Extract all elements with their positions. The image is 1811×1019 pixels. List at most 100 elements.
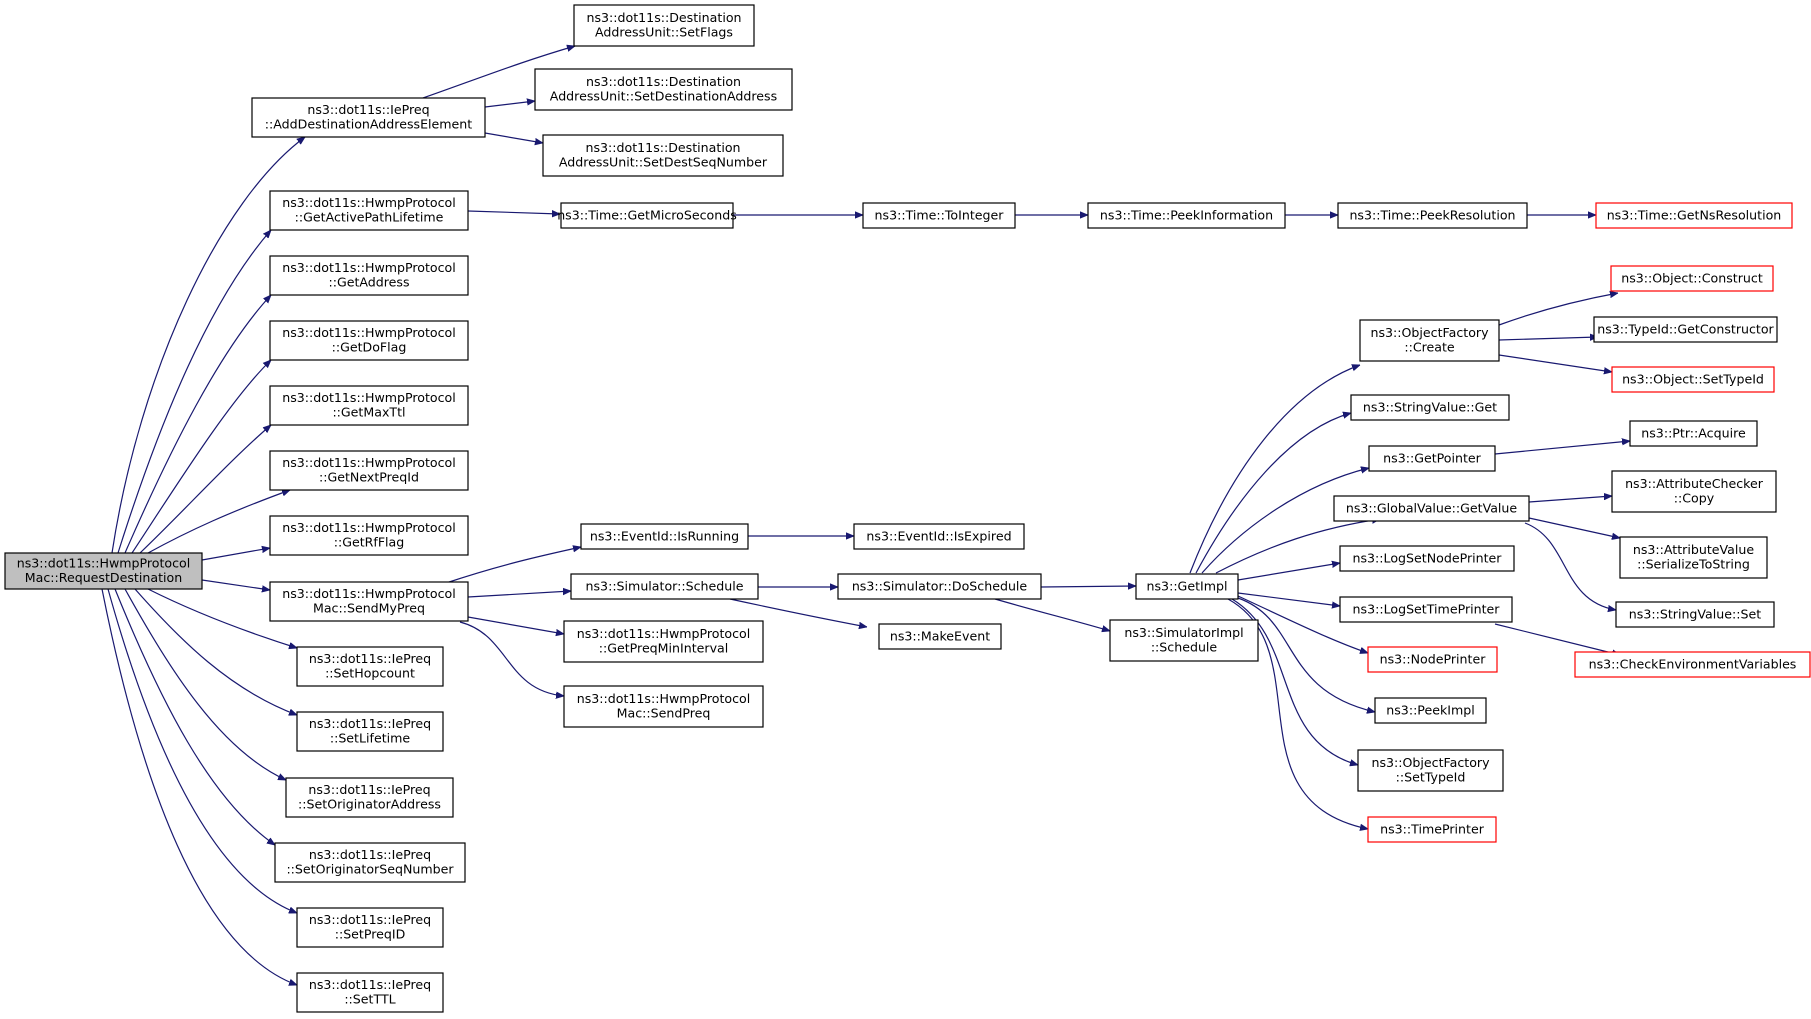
node-label-line-2: ::Schedule (1151, 640, 1218, 655)
edge-requestdestination-to-getaddress (124, 295, 271, 554)
edge-logsettimeprinter-to-checkenvironmentvariables (1494, 623, 1620, 655)
node-setttl[interactable]: ns3::dot11s::IePreq::SetTTL (296, 972, 444, 1013)
node-stringvalue-get[interactable]: ns3::StringValue::Get (1350, 394, 1510, 421)
edge-doschedule-to-getimpl (1040, 586, 1136, 587)
node-globalvalue-getvalue[interactable]: ns3::GlobalValue::GetValue (1333, 495, 1530, 522)
node-objectfactory-settypeid[interactable]: ns3::ObjectFactory::SetTypeId (1357, 749, 1504, 792)
node-getactivepathlifetime[interactable]: ns3::dot11s::HwmpProtocol::GetActivePath… (269, 190, 469, 231)
node-label-line-1: ns3::dot11s::HwmpProtocol (282, 586, 456, 601)
node-makeevent[interactable]: ns3::MakeEvent (878, 623, 1002, 650)
node-attributechecker-copy[interactable]: ns3::AttributeChecker::Copy (1611, 470, 1777, 513)
node-label-line-1: ns3::Object::SetTypeId (1622, 371, 1764, 386)
edge-doschedule-to-simulatorimpl-schedule (994, 598, 1110, 631)
node-box (534, 68, 793, 111)
node-box (1610, 265, 1774, 292)
node-nodeprinter[interactable]: ns3::NodePrinter (1367, 646, 1498, 673)
node-getaddress[interactable]: ns3::dot11s::HwmpProtocol::GetAddress (269, 255, 469, 296)
edge-sendmypreq-to-sendpreq (459, 621, 564, 696)
edge-schedule-to-makeevent (729, 598, 867, 627)
node-simulatorimpl-schedule[interactable]: ns3::SimulatorImpl::Schedule (1109, 619, 1259, 662)
node-label-line-1: ns3::dot11s::HwmpProtocol (282, 455, 456, 470)
edge-sendmypreq-to-schedule (467, 591, 571, 598)
node-box (580, 523, 749, 550)
node-label-line-1: ns3::AttributeValue (1633, 542, 1754, 557)
edge-requestdestination-to-setoriginatorseqnumber (114, 588, 275, 845)
node-box (1615, 601, 1775, 628)
node-time-getnsresolution[interactable]: ns3::Time::GetNsResolution (1595, 202, 1793, 229)
edge-getimpl-to-stringvalue-get (1195, 413, 1351, 574)
node-typeid-getconstructor[interactable]: ns3::TypeId::GetConstructor (1593, 316, 1778, 343)
node-label-line-2: ::GetDoFlag (332, 340, 407, 355)
node-box (878, 623, 1002, 650)
node-label-line-1: ns3::dot11s::IePreq (309, 651, 431, 666)
node-getimpl[interactable]: ns3::GetImpl (1135, 573, 1239, 600)
node-label-line-1: ns3::LogSetTimePrinter (1353, 601, 1501, 616)
node-object-settypeid[interactable]: ns3::Object::SetTypeId (1611, 366, 1775, 393)
node-eventid-isrunning[interactable]: ns3::EventId::IsRunning (580, 523, 749, 550)
node-getpointer[interactable]: ns3::GetPointer (1368, 445, 1496, 472)
node-label-line-1: ns3::NodePrinter (1380, 651, 1487, 666)
edge-requestdestination-to-setpreqid (107, 588, 297, 914)
node-label-line-1: ns3::Time::GetMicroSeconds (557, 207, 737, 222)
node-box (1368, 445, 1496, 472)
node-box (1087, 202, 1286, 229)
edge-requestdestination-to-getmaxttl (139, 425, 271, 554)
node-label-line-1: ns3::dot11s::HwmpProtocol (282, 390, 456, 405)
node-checkenvironmentvariables[interactable]: ns3::CheckEnvironmentVariables (1574, 651, 1811, 678)
node-setoriginatorseqnumber[interactable]: ns3::dot11s::IePreq::SetOriginatorSeqNum… (274, 842, 466, 883)
node-logsettimeprinter[interactable]: ns3::LogSetTimePrinter (1339, 596, 1513, 623)
node-logsetnodeprinter[interactable]: ns3::LogSetNodePrinter (1339, 545, 1515, 572)
edge-requestdestination-to-sendmypreq (201, 579, 270, 590)
node-time-peekinformation[interactable]: ns3::Time::PeekInformation (1087, 202, 1286, 229)
node-label-line-1: ns3::AttributeChecker (1625, 476, 1764, 491)
node-simulator-schedule[interactable]: ns3::Simulator::Schedule (570, 573, 759, 600)
node-label-line-2: ::Copy (1674, 491, 1715, 506)
node-box (1611, 470, 1777, 513)
node-label-line-2: ::GetPreqMinInterval (599, 641, 729, 656)
node-label-line-1: ns3::MakeEvent (890, 628, 990, 643)
node-peekimpl[interactable]: ns3::PeekImpl (1374, 697, 1487, 724)
node-destination-setdestseqnumber[interactable]: ns3::dot11s::DestinationAddressUnit::Set… (542, 134, 784, 177)
node-getnextpreqid[interactable]: ns3::dot11s::HwmpProtocol::GetNextPreqId (269, 450, 469, 491)
node-stringvalue-set[interactable]: ns3::StringValue::Set (1615, 601, 1775, 628)
node-label-line-1: ns3::CheckEnvironmentVariables (1589, 656, 1797, 671)
node-setpreqid[interactable]: ns3::dot11s::IePreq::SetPreqID (296, 907, 444, 948)
node-label-line-1: ns3::dot11s::IePreq (307, 102, 429, 117)
node-sethopcount[interactable]: ns3::dot11s::IePreq::SetHopcount (296, 646, 444, 687)
node-timeprinter[interactable]: ns3::TimePrinter (1367, 816, 1497, 843)
node-objectfactory-create[interactable]: ns3::ObjectFactory::Create (1359, 319, 1500, 362)
node-label-line-2: AddressUnit::SetFlags (595, 25, 733, 40)
node-label-line-2: ::SerializeToString (1637, 557, 1750, 572)
node-box (1367, 646, 1498, 673)
node-destination-setflags[interactable]: ns3::dot11s::DestinationAddressUnit::Set… (573, 4, 755, 47)
node-box (1359, 319, 1500, 362)
node-setlifetime[interactable]: ns3::dot11s::IePreq::SetLifetime (296, 711, 444, 752)
node-object-construct[interactable]: ns3::Object::Construct (1610, 265, 1774, 292)
node-getrfflag[interactable]: ns3::dot11s::HwmpProtocol::GetRfFlag (269, 515, 469, 556)
node-label-line-1: ns3::TimePrinter (1380, 821, 1485, 836)
node-time-peekresolution[interactable]: ns3::Time::PeekResolution (1337, 202, 1528, 229)
node-box (285, 777, 454, 818)
node-attributevalue-serializetostring[interactable]: ns3::AttributeValue::SerializeToString (1619, 536, 1768, 579)
node-requestdestination[interactable]: ns3::dot11s::HwmpProtocolMac::RequestDes… (4, 552, 203, 590)
node-time-getmicroseconds[interactable]: ns3::Time::GetMicroSeconds (557, 202, 737, 229)
node-destination-setdestinationaddress[interactable]: ns3::dot11s::DestinationAddressUnit::Set… (534, 68, 793, 111)
node-adddestinationaddresselement[interactable]: ns3::dot11s::IePreq::AddDestinationAddre… (251, 97, 486, 138)
node-label-line-1: ns3::ObjectFactory (1370, 325, 1489, 340)
node-getpreqmininterval[interactable]: ns3::dot11s::HwmpProtocol::GetPreqMinInt… (563, 620, 764, 663)
edge-requestdestination-to-getnextpreqid (147, 490, 290, 554)
node-box (560, 202, 734, 229)
node-label-line-1: ns3::Time::GetNsResolution (1607, 207, 1782, 222)
node-eventid-isexpired[interactable]: ns3::EventId::IsExpired (853, 523, 1025, 550)
node-getmaxttl[interactable]: ns3::dot11s::HwmpProtocol::GetMaxTtl (269, 385, 469, 426)
node-ptr-acquire[interactable]: ns3::Ptr::Acquire (1629, 420, 1758, 447)
node-label-line-2: ::GetNextPreqId (319, 470, 419, 485)
node-label-line-1: ns3::StringValue::Get (1363, 399, 1497, 414)
node-setoriginatoraddress[interactable]: ns3::dot11s::IePreq::SetOriginatorAddres… (285, 777, 454, 818)
node-getdoflag[interactable]: ns3::dot11s::HwmpProtocol::GetDoFlag (269, 320, 469, 361)
node-label-line-1: ns3::Time::PeekResolution (1349, 207, 1515, 222)
node-simulator-doschedule[interactable]: ns3::Simulator::DoSchedule (837, 573, 1042, 600)
node-time-tointeger[interactable]: ns3::Time::ToInteger (862, 202, 1016, 229)
